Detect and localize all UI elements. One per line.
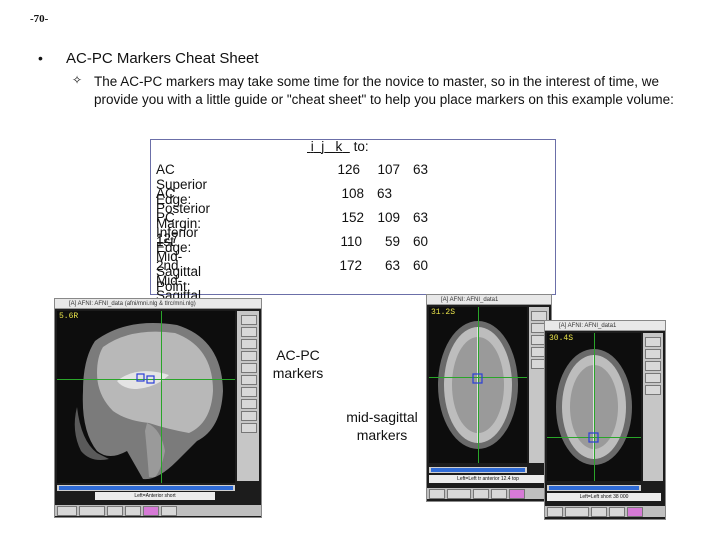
axial-brain-image-2: [547, 333, 641, 481]
bottom-button[interactable]: [447, 489, 471, 499]
status-text: Left=Anterior short: [95, 492, 215, 500]
ijk-header: i j k to:: [307, 139, 369, 154]
row-k: 63: [376, 186, 392, 201]
panel-button[interactable]: [241, 339, 257, 349]
afni-sagittal-window: [A] AFNI: AFNI_data (afni/mni.nlg & tlrc…: [54, 298, 262, 518]
header-k: k: [335, 139, 343, 154]
orientation-label: 5.6R: [59, 312, 79, 321]
header-to: to:: [353, 139, 369, 154]
panel-button[interactable]: [241, 387, 257, 397]
panel-button[interactable]: [645, 349, 661, 359]
slider-fill: [549, 486, 639, 490]
bottom-button[interactable]: [57, 506, 77, 516]
panel-button[interactable]: [241, 327, 257, 337]
row-k: 60: [412, 234, 428, 249]
bottom-button[interactable]: [161, 506, 177, 516]
row-j: 109: [377, 210, 400, 225]
bottom-button[interactable]: [565, 507, 589, 517]
afni-axial-window-1: [A] AFNI: AFNI_data1 31.2S Left=Left tr …: [426, 294, 552, 502]
bottom-button[interactable]: [609, 507, 625, 517]
row-j: 59: [384, 234, 400, 249]
row-label: 1st Mid-Sagittal Point:: [156, 234, 202, 294]
panel-button[interactable]: [645, 337, 661, 347]
slider-fill: [431, 468, 525, 472]
bottom-button[interactable]: [125, 506, 141, 516]
row-i: 110: [340, 234, 362, 249]
row-label: AC Superior Edge:: [156, 162, 208, 207]
afni-axial-window-2: [A] AFNI: AFNI_data1 30.4S Left=Left sho…: [544, 320, 666, 520]
diamond-bullet-icon: ✧: [72, 73, 83, 87]
header-i: i: [310, 139, 314, 154]
row-k: 60: [412, 258, 428, 273]
panel-button[interactable]: [241, 411, 257, 421]
header-spacer: [324, 139, 335, 154]
window-titlebar: [A] AFNI: AFNI_data (afni/mni.nlg & tlrc…: [55, 299, 261, 309]
header-spacer: [342, 139, 350, 154]
sagittal-brain-image: [57, 311, 235, 483]
bottom-button[interactable]: [509, 489, 525, 499]
panel-button[interactable]: [241, 315, 257, 325]
panel-button[interactable]: [241, 375, 257, 385]
panel-button[interactable]: [241, 351, 257, 361]
panel-button[interactable]: [241, 423, 257, 433]
bullet-icon: •: [38, 50, 43, 66]
page-number: -70-: [30, 13, 49, 25]
intro-paragraph: The AC-PC markers may take some time for…: [94, 74, 674, 107]
row-i: 172: [339, 258, 362, 273]
bottom-button[interactable]: [143, 506, 159, 516]
status-text: Left=Left short 38 000: [547, 493, 661, 501]
window-titlebar: [A] AFNI: AFNI_data1: [545, 321, 665, 331]
button-bar: [427, 488, 551, 499]
row-i: 126: [337, 162, 360, 177]
bottom-button[interactable]: [491, 489, 507, 499]
row-label: PC Inferior Edge:: [156, 210, 199, 255]
slide-title: AC-PC Markers Cheat Sheet: [66, 50, 259, 67]
midsagittal-caption: mid-sagittal markers: [346, 409, 418, 443]
window-titlebar: [A] AFNI: AFNI_data1: [427, 295, 551, 305]
cheat-sheet-box: [150, 139, 556, 295]
bottom-button[interactable]: [473, 489, 489, 499]
bottom-button[interactable]: [107, 506, 123, 516]
status-text: Left=Left tr anterior 12.4 top: [429, 475, 547, 483]
row-j: 108: [341, 186, 364, 201]
panel-button[interactable]: [531, 311, 547, 321]
row-label: AC Posterior Margin: 127: [156, 186, 211, 246]
panel-button[interactable]: [241, 399, 257, 409]
bottom-button[interactable]: [627, 507, 643, 517]
axial-brain-image-1: [429, 307, 527, 463]
bottom-button[interactable]: [547, 507, 563, 517]
panel-button[interactable]: [645, 385, 661, 395]
panel-button[interactable]: [645, 373, 661, 383]
panel-button[interactable]: [645, 361, 661, 371]
header-j: j: [321, 139, 325, 154]
orientation-label: 30.4S: [549, 334, 574, 343]
row-j: 63: [384, 258, 400, 273]
panel-button[interactable]: [241, 363, 257, 373]
acpc-caption: AC-PC markers: [272, 347, 324, 381]
row-j: 107: [377, 162, 400, 177]
row-k: 63: [412, 162, 428, 177]
bottom-button[interactable]: [429, 489, 445, 499]
bottom-button[interactable]: [591, 507, 607, 517]
slider-fill: [59, 486, 233, 490]
orientation-label: 31.2S: [431, 308, 456, 317]
row-i: 152: [341, 210, 364, 225]
bottom-button[interactable]: [79, 506, 105, 516]
row-k: 63: [412, 210, 428, 225]
